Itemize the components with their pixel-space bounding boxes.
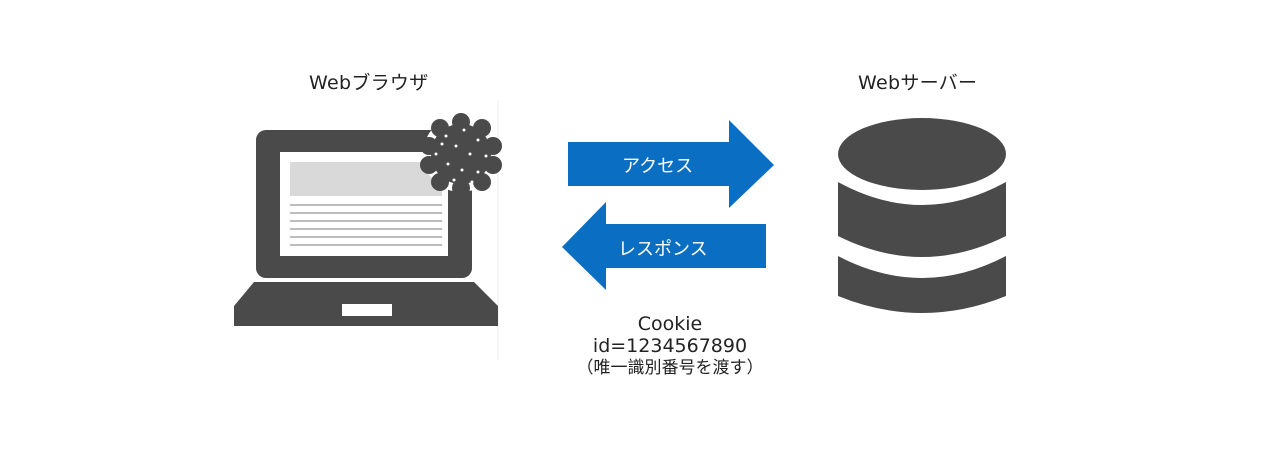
cookie-info: Cookie id=1234567890 （唯一識別番号を渡す） (560, 313, 780, 379)
cookie-icon (420, 113, 502, 197)
cookie-title: Cookie (637, 313, 703, 335)
database-icon (838, 118, 1006, 313)
cookie-note: （唯一識別番号を渡す） (576, 358, 764, 378)
request-arrow-label: アクセス (622, 156, 694, 177)
response-arrow-label: レスポンス (618, 239, 708, 260)
response-arrow (562, 202, 766, 290)
cookie-value: id=1234567890 (592, 335, 748, 357)
browser-label: Webブラウザ (309, 72, 429, 94)
request-arrow (568, 120, 774, 208)
laptop-icon (234, 100, 502, 360)
server-label: Webサーバー (858, 72, 978, 94)
